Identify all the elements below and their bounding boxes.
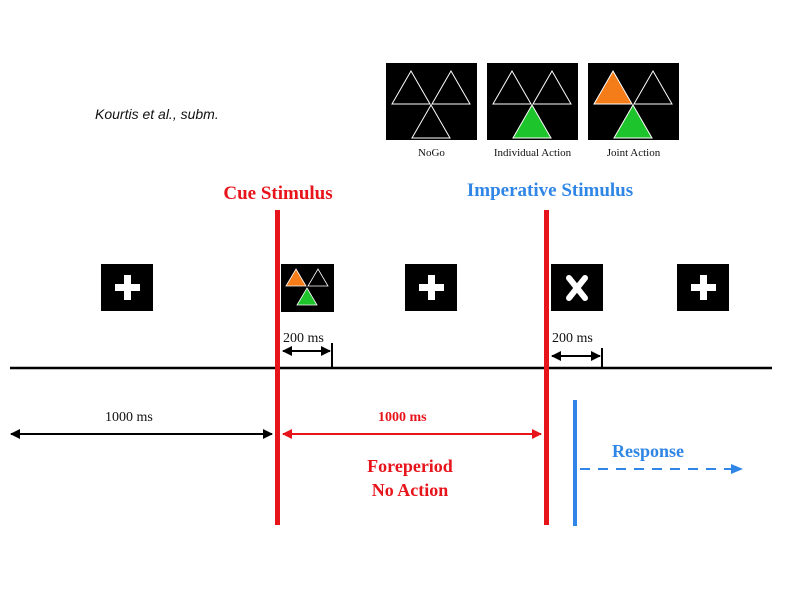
- legend-individual-label: Individual Action: [493, 147, 572, 159]
- legend-joint-box: [588, 63, 679, 140]
- foreperiod-duration-label: 1000 ms: [378, 410, 427, 425]
- joint-triangles: [593, 69, 673, 139]
- legend-individual-box: [487, 63, 578, 140]
- cue-stimulus-box: [281, 264, 334, 312]
- cue-stimulus-label: Cue Stimulus: [223, 183, 333, 204]
- no-action-label: No Action: [371, 480, 449, 500]
- individual-triangles: [492, 69, 572, 139]
- cue-marker-line: [275, 210, 280, 525]
- fixation-cross-2: [405, 264, 457, 311]
- response-label: Response: [612, 441, 685, 461]
- legend-joint-label: Joint Action: [606, 147, 661, 159]
- response-marker-line: [573, 400, 577, 526]
- x-icon: [566, 275, 588, 301]
- imperative-stimulus-box: [551, 264, 603, 311]
- imperative-duration-label: 200 ms: [552, 331, 593, 346]
- cue-triangles: [285, 268, 329, 306]
- nogo-triangles: [391, 69, 471, 139]
- plus-icon: [419, 275, 444, 300]
- plus-icon: [115, 275, 140, 300]
- fixation-cross-3: [677, 264, 729, 311]
- imperative-stimulus-label: Imperative Stimulus: [466, 180, 634, 201]
- foreperiod-title: Foreperiod: [367, 456, 453, 476]
- imperative-marker-line: [544, 210, 549, 525]
- citation: Kourtis et al., subm.: [95, 106, 219, 122]
- legend-nogo-box: [386, 63, 477, 140]
- cue-duration-label: 200 ms: [283, 331, 324, 346]
- pre-cue-duration-label: 1000 ms: [105, 410, 153, 425]
- fixation-cross-1: [101, 264, 153, 311]
- legend-nogo-label: NoGo: [418, 147, 445, 159]
- plus-icon: [691, 275, 716, 300]
